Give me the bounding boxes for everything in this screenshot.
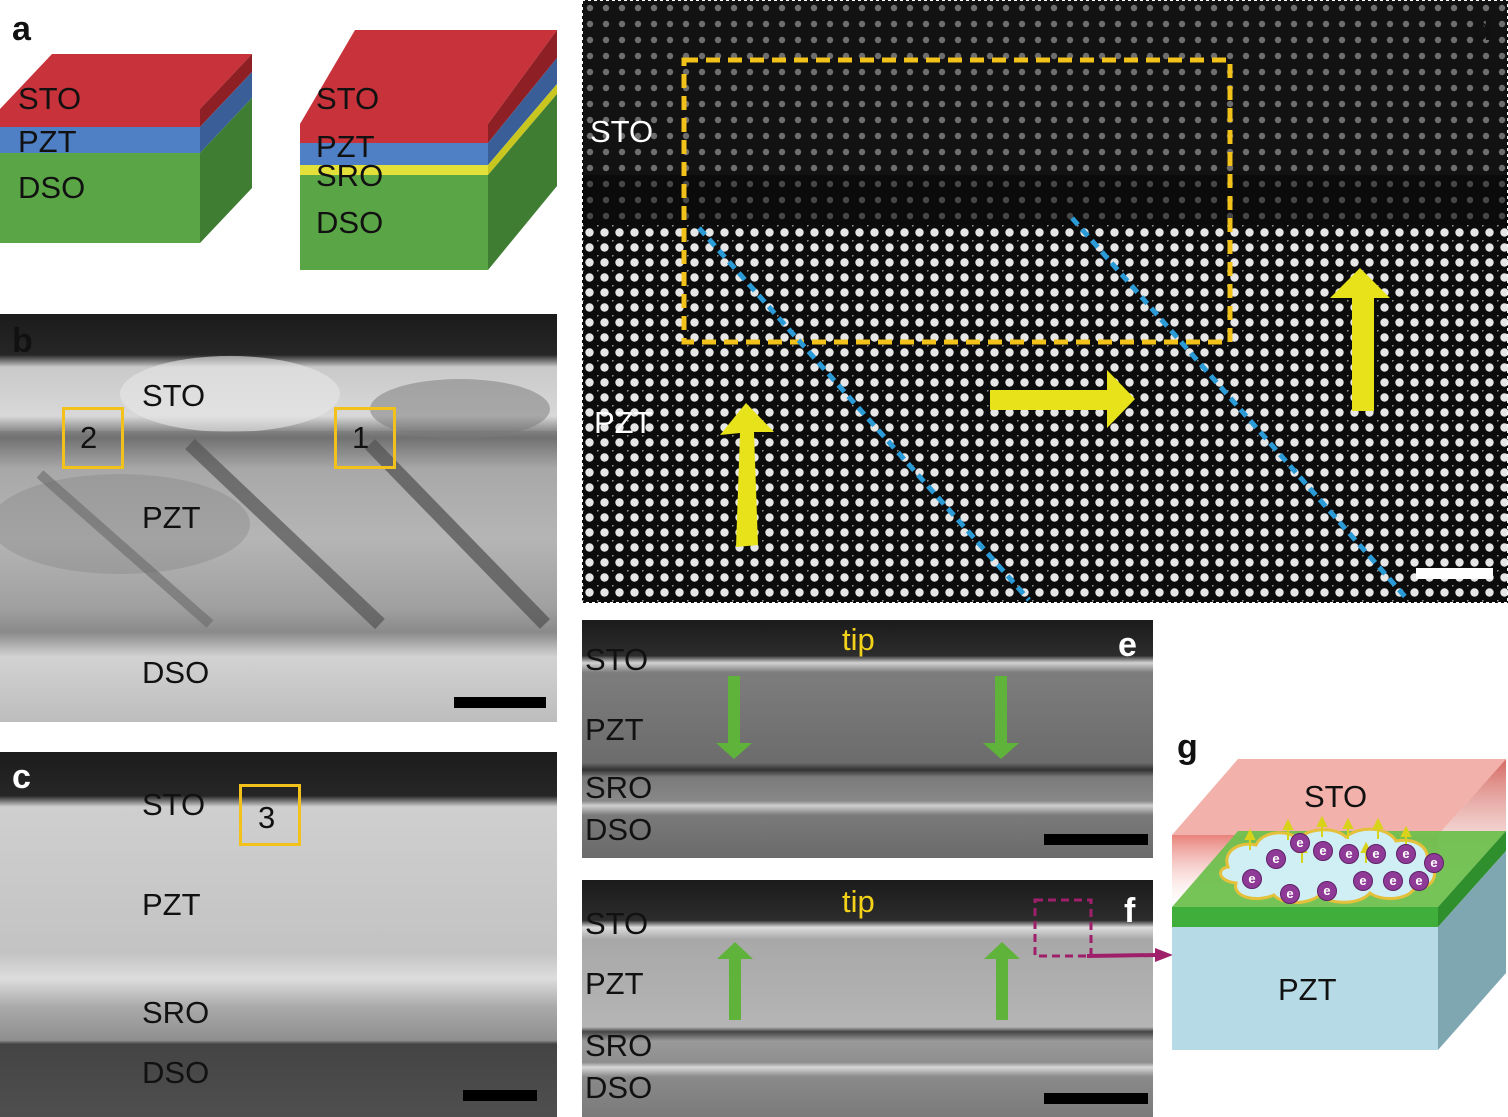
electron: e bbox=[1366, 844, 1386, 864]
sto-side-face-2 bbox=[488, 30, 557, 143]
panel-c-image bbox=[0, 752, 557, 1117]
green-arrow-up-1 bbox=[717, 942, 753, 1020]
green-arrow-down-2 bbox=[983, 676, 1019, 759]
e-sto: STO bbox=[585, 642, 649, 677]
electron: e bbox=[1317, 881, 1337, 901]
electron: e bbox=[1290, 833, 1310, 853]
f-tip: tip bbox=[842, 884, 875, 919]
tem-image-e bbox=[582, 620, 1153, 858]
electron: e bbox=[1242, 869, 1262, 889]
d-sto: STO bbox=[590, 114, 654, 149]
b-box-2-label: 2 bbox=[80, 420, 98, 455]
d-pzt: PZT bbox=[594, 405, 653, 440]
panel-a-schematic bbox=[0, 20, 560, 280]
scale-bar bbox=[1044, 1093, 1148, 1104]
tem-image-c bbox=[0, 752, 557, 1117]
a-left-dso: DSO bbox=[18, 170, 86, 205]
e-dso: DSO bbox=[585, 812, 653, 847]
dso-side-face bbox=[200, 98, 252, 243]
b-dso: DSO bbox=[142, 655, 210, 690]
c-pzt: PZT bbox=[142, 887, 201, 922]
dso-side-face-2 bbox=[488, 94, 557, 270]
dso-front-face bbox=[0, 153, 200, 243]
f-sto: STO bbox=[585, 906, 649, 941]
pzt-front-face-2 bbox=[300, 143, 488, 165]
electron: e bbox=[1313, 841, 1333, 861]
panel-d-image bbox=[582, 0, 1508, 603]
electron: e bbox=[1383, 871, 1403, 891]
magnified-region-box bbox=[1033, 898, 1093, 958]
f-dso: DSO bbox=[585, 1070, 653, 1105]
a-right-dso: DSO bbox=[316, 205, 384, 240]
sro-side-face bbox=[488, 84, 557, 175]
f-pzt: PZT bbox=[585, 966, 644, 1001]
e-pzt: PZT bbox=[585, 712, 644, 747]
sto-top-face bbox=[0, 54, 252, 109]
pzt-side-face bbox=[200, 72, 252, 153]
b-box-1-label: 1 bbox=[352, 420, 370, 455]
scale-bar bbox=[1416, 568, 1493, 579]
green-arrow-down-1 bbox=[716, 676, 752, 759]
polarization-arrow-up-2 bbox=[1330, 268, 1390, 411]
sto-front-face bbox=[0, 109, 200, 127]
panel-label-d: d bbox=[1472, 10, 1493, 48]
c-sro: SRO bbox=[142, 995, 210, 1030]
tem-image-b bbox=[0, 314, 557, 722]
a-right-sto: STO bbox=[316, 81, 380, 116]
green-arrow-up-2 bbox=[984, 942, 1020, 1020]
haadf-image-d bbox=[582, 0, 1508, 603]
sto-top-face-2 bbox=[300, 30, 557, 124]
panel-label-e: e bbox=[1118, 626, 1137, 664]
scale-bar bbox=[1044, 834, 1148, 845]
electron: e bbox=[1353, 871, 1373, 891]
panel-label-g: g bbox=[1177, 728, 1198, 766]
panel-b-image bbox=[0, 314, 557, 722]
heterostructure-schematics bbox=[0, 30, 557, 270]
sto-side-face bbox=[200, 54, 252, 127]
electron: e bbox=[1280, 884, 1300, 904]
e-tip: tip bbox=[842, 622, 875, 657]
connector-arrow bbox=[1085, 945, 1175, 965]
b-box-1 bbox=[334, 407, 396, 469]
dso-front-face-2 bbox=[300, 175, 488, 270]
domain-wall-1 bbox=[697, 226, 1031, 602]
b-pzt: PZT bbox=[142, 500, 201, 535]
polarization-arrow-up-1 bbox=[720, 403, 774, 547]
tem-image-f bbox=[582, 880, 1153, 1117]
c-dso: DSO bbox=[142, 1055, 210, 1090]
electron: e bbox=[1396, 844, 1416, 864]
c-box-3-label: 3 bbox=[258, 800, 276, 835]
electron: e bbox=[1339, 844, 1359, 864]
panel-label-a: a bbox=[12, 10, 31, 48]
pzt-side-face-2 bbox=[488, 58, 557, 165]
panel-f-image bbox=[582, 880, 1153, 1117]
sro-front-face bbox=[300, 165, 488, 175]
f-sro: SRO bbox=[585, 1028, 653, 1063]
panel-label-b: b bbox=[12, 322, 33, 360]
electron: e bbox=[1409, 871, 1429, 891]
a-left-pzt: PZT bbox=[18, 124, 77, 159]
b-box-2 bbox=[62, 407, 124, 469]
e-sro: SRO bbox=[585, 770, 653, 805]
panel-e-image bbox=[582, 620, 1153, 858]
a-right-pzt: PZT bbox=[316, 129, 375, 164]
scale-bar bbox=[463, 1090, 537, 1101]
region-box bbox=[681, 57, 1233, 345]
g-sto: STO bbox=[1304, 779, 1368, 814]
domain-wall-2 bbox=[1070, 216, 1410, 602]
panel-label-c: c bbox=[12, 758, 31, 796]
electron: e bbox=[1266, 849, 1286, 869]
c-box-3 bbox=[239, 784, 301, 846]
electron: e bbox=[1424, 853, 1444, 873]
scale-bar bbox=[454, 697, 546, 708]
panel-label-f: f bbox=[1124, 892, 1136, 930]
polarization-arrow-right bbox=[990, 370, 1135, 428]
g-pzt: PZT bbox=[1278, 972, 1337, 1007]
a-right-sro: SRO bbox=[316, 158, 384, 193]
c-sto: STO bbox=[142, 787, 206, 822]
sto-front-face-2 bbox=[300, 124, 488, 143]
pzt-front-face bbox=[0, 127, 200, 153]
b-sto: STO bbox=[142, 378, 206, 413]
a-left-sto: STO bbox=[18, 81, 82, 116]
